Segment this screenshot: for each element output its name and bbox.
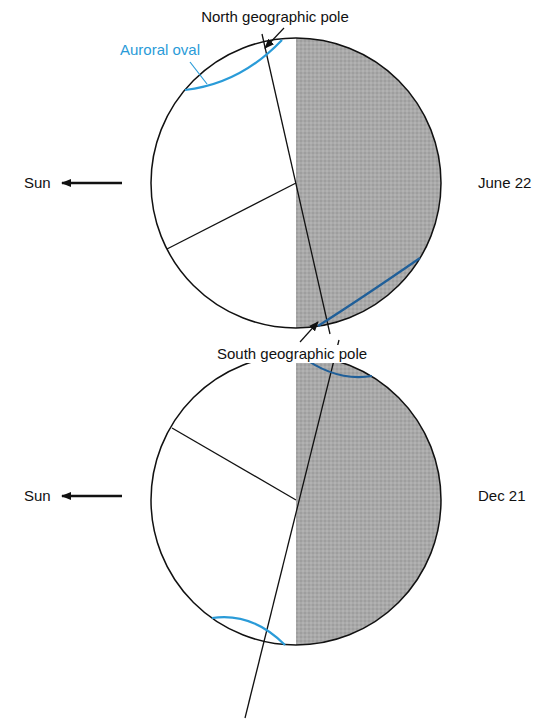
sun-label: Sun xyxy=(22,174,53,192)
pole-label: South geographic pole xyxy=(215,345,369,363)
sun-label: Sun xyxy=(22,487,53,505)
date-label: June 22 xyxy=(476,174,533,192)
globe-june xyxy=(62,28,456,342)
date-label: Dec 21 xyxy=(476,487,528,505)
oval-label: Auroral oval xyxy=(118,41,202,59)
pole-label: North geographic pole xyxy=(199,8,351,26)
globe-december xyxy=(62,340,456,718)
